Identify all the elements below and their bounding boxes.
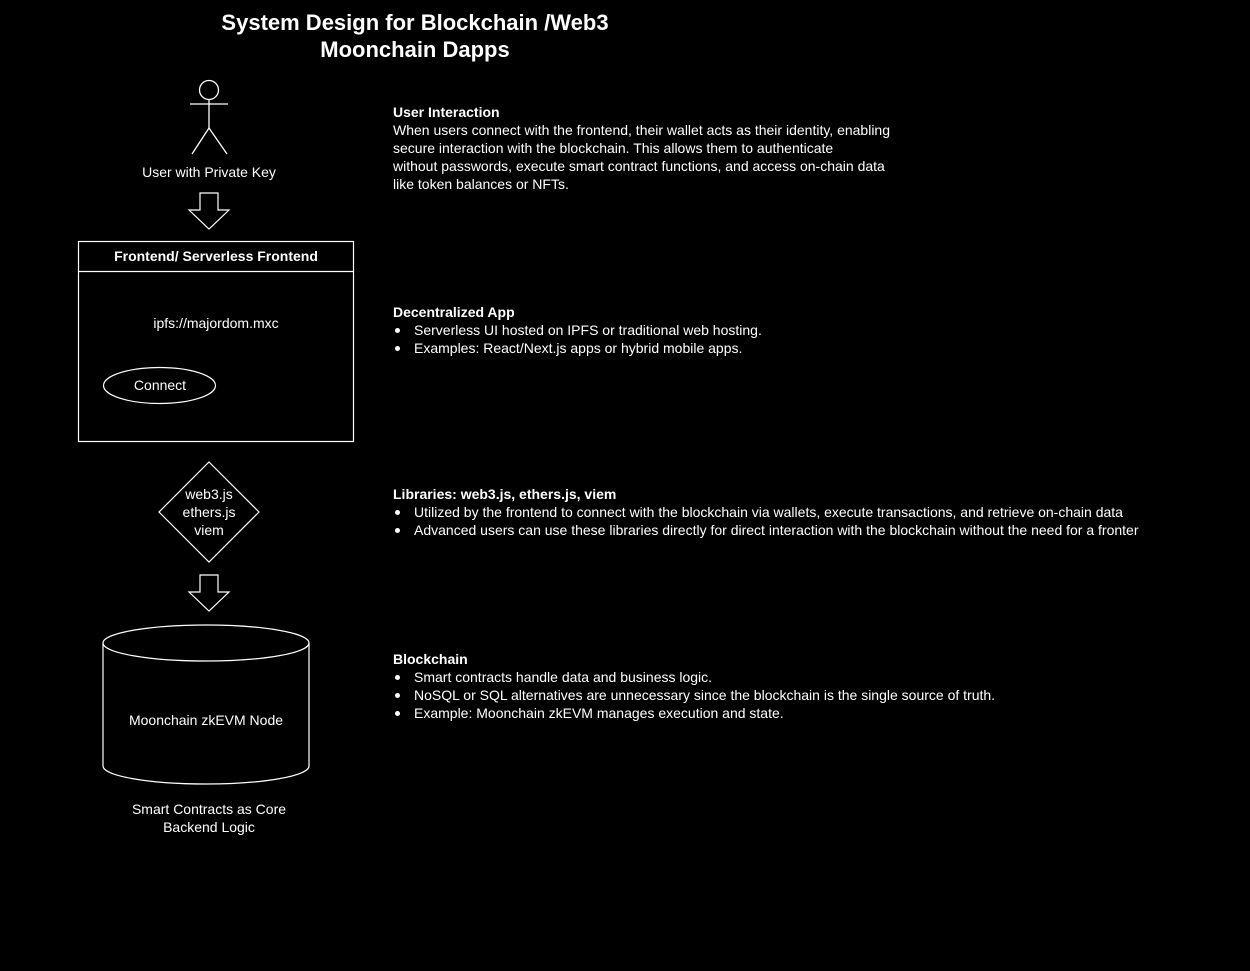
libraries-heading: Libraries: web3.js, ethers.js, viem xyxy=(393,486,617,502)
user-label: User with Private Key xyxy=(142,164,276,180)
blockchain-list: Smart contracts handle data and business… xyxy=(393,668,995,722)
blockchain-heading: Blockchain xyxy=(393,651,468,667)
user-interaction-description: User Interaction When users connect with… xyxy=(393,103,890,193)
user-interaction-body: When users connect with the frontend, th… xyxy=(393,121,890,193)
list-item: Examples: React/Next.js apps or hybrid m… xyxy=(393,339,762,357)
decentralized-app-list: Serverless UI hosted on IPFS or traditio… xyxy=(393,321,762,357)
user-interaction-line: like token balances or NFTs. xyxy=(393,176,569,192)
blockchain-caption-line-1: Smart Contracts as Core xyxy=(131,801,287,817)
library-ethersjs: ethers.js xyxy=(182,504,236,520)
frontend-container xyxy=(77,240,355,443)
decentralized-app-description: Decentralized App Serverless UI hosted o… xyxy=(393,303,762,357)
blockchain-caption-line-2: Backend Logic xyxy=(163,819,255,835)
diagram-title: System Design for Blockchain /Web3 Moonc… xyxy=(190,9,640,63)
blockchain-description: Blockchain Smart contracts handle data a… xyxy=(393,650,995,722)
list-item: Serverless UI hosted on IPFS or traditio… xyxy=(393,321,762,339)
library-viem: viem xyxy=(194,522,224,538)
frontend-url: ipfs://majordom.mxc xyxy=(153,315,279,331)
blockchain-cylinder xyxy=(102,624,310,785)
diagram-title-line-2: Moonchain Dapps xyxy=(320,37,510,62)
list-item: Smart contracts handle data and business… xyxy=(393,668,995,686)
user-interaction-line: When users connect with the frontend, th… xyxy=(393,122,891,138)
blockchain-node-label: Moonchain zkEVM Node xyxy=(128,712,284,728)
decentralized-app-heading: Decentralized App xyxy=(393,304,515,320)
flow-arrow-1 xyxy=(187,192,231,230)
frontend-header: Frontend/ Serverless Frontend xyxy=(114,248,318,264)
user-interaction-line: without passwords, execute smart contrac… xyxy=(393,158,885,174)
blockchain-caption: Smart Contracts as Core Backend Logic xyxy=(99,800,319,836)
diagram-title-line-1: System Design for Blockchain /Web3 xyxy=(221,10,609,35)
list-item: Advanced users can use these libraries d… xyxy=(393,521,1139,539)
list-item: Example: Moonchain zkEVM manages executi… xyxy=(393,704,995,722)
flow-arrow-2 xyxy=(187,574,231,612)
user-interaction-heading: User Interaction xyxy=(393,104,500,120)
stick-figure-icon xyxy=(190,79,228,155)
libraries-list: Utilized by the frontend to connect with… xyxy=(393,503,1139,539)
libraries-description: Libraries: web3.js, ethers.js, viem Util… xyxy=(393,485,1139,539)
libraries-diamond xyxy=(158,461,260,563)
list-item: NoSQL or SQL alternatives are unnecessar… xyxy=(393,686,995,704)
connect-button-outline xyxy=(102,366,217,405)
library-web3js: web3.js xyxy=(185,486,233,502)
list-item: Utilized by the frontend to connect with… xyxy=(393,503,1139,521)
libraries-diamond-labels: web3.js ethers.js viem xyxy=(159,485,259,539)
connect-button[interactable]: Connect xyxy=(133,377,187,393)
user-interaction-line: secure interaction with the blockchain. … xyxy=(393,140,834,156)
